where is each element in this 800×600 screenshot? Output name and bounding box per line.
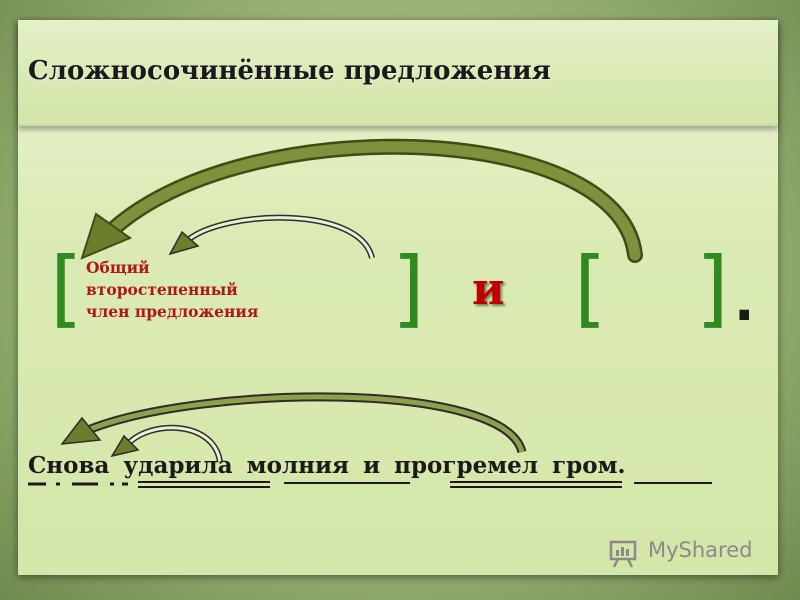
word-snova: Снова <box>28 452 110 479</box>
end-punctuation: . <box>734 270 755 333</box>
common-member-label: Общий второстепенный член предложения <box>86 257 316 323</box>
arrow-small-scheme <box>168 214 375 259</box>
right-bracket-2: ] <box>696 239 729 337</box>
underline-udarila <box>138 481 270 488</box>
left-bracket-2: [ <box>574 239 607 337</box>
word-udarila: ударила <box>123 452 233 479</box>
arrow-large-scheme <box>80 138 643 263</box>
title-band <box>18 20 778 126</box>
member-line-3: член предложения <box>86 302 259 321</box>
word-grom: гром. <box>552 452 626 479</box>
word-i: и <box>363 452 381 479</box>
arrow-large-sentence <box>60 392 527 454</box>
word-progremel: прогремел <box>394 452 539 479</box>
member-line-2: второстепенный <box>86 280 238 299</box>
conjunction: и <box>472 264 505 315</box>
presentation-board-icon <box>609 540 637 568</box>
arrow-small-sentence <box>110 424 223 463</box>
page-title: Сложносочинённые предложения <box>28 56 551 86</box>
member-line-1: Общий <box>86 258 150 277</box>
underline-progremel <box>450 481 622 488</box>
word-molniya: молния <box>246 452 350 479</box>
example-sentence: Снова ударила молния и прогремел гром. <box>28 452 632 479</box>
left-bracket-1: [ <box>50 239 83 337</box>
watermark-text: MyShared <box>648 538 753 562</box>
right-bracket-1: ] <box>392 239 425 337</box>
